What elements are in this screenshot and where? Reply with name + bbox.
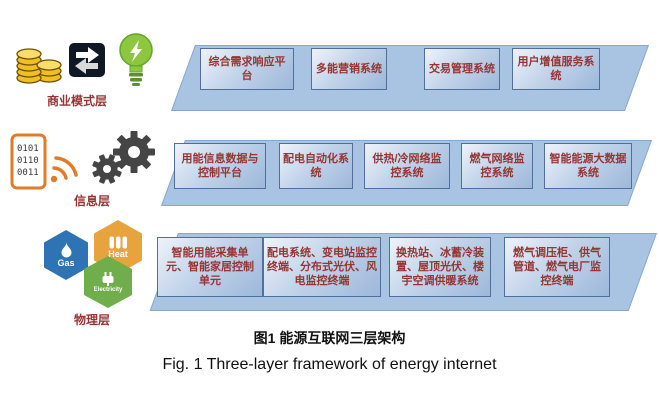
diagram-box-multi-energy-marketing: 多能营销系统 <box>311 48 387 90</box>
diagram-box-distribution-substation-terminals: 配电系统、变电站监控终端、分布式光伏、风电监控终端 <box>263 237 381 297</box>
diagram-box-gas-pipeline-terminals: 燃气调压柜、供气管道、燃气电厂监控终端 <box>504 237 610 297</box>
binary-phone-icon: 0101 0110 0011 <box>10 133 78 190</box>
layer-label-business: 商业模式层 <box>46 94 107 108</box>
gas-label: Gas <box>57 258 75 268</box>
gas-hexagon-icon: Gas <box>44 230 88 280</box>
coins-icon <box>16 48 62 84</box>
figure-caption-zh: 图1 能源互联网三层架构 <box>253 330 406 346</box>
diagram-box-heat-exchange-hvac: 换热站、冰蓄冷装置、屋顶光伏、楼宇空调供暖系统 <box>389 237 491 297</box>
diagram-box-smart-collection-units: 智能用能采集单元、智能家居控制单元 <box>157 237 263 297</box>
diagram-box-demand-response: 综合需求响应平台 <box>200 48 294 90</box>
binary-line-1: 0101 <box>17 144 39 154</box>
diagram-box-heating-cooling-monitoring: 供热/冷网络监控系统 <box>364 143 450 189</box>
gears-icon <box>92 131 155 184</box>
exchange-arrows-icon <box>69 43 105 77</box>
layer-label-physical: 物理层 <box>73 313 110 327</box>
radiator-icon <box>109 236 127 248</box>
diagram-box-value-added-service: 用户增值服务系统 <box>512 48 600 90</box>
diagram-box-gas-network-monitoring: 燃气网络监控系统 <box>461 143 533 189</box>
heat-label: Heat <box>108 248 128 259</box>
diagram-box-trade-management: 交易管理系统 <box>424 48 500 90</box>
electricity-label: Electricity <box>93 286 123 293</box>
flame-icon <box>61 242 71 258</box>
lightbulb-icon <box>119 33 153 86</box>
diagram-box-energy-info-platform: 用能信息数据与控制平台 <box>174 143 266 189</box>
diagram-box-smart-energy-bigdata: 智能能源大数据系统 <box>544 143 632 189</box>
plug-icon <box>102 271 114 286</box>
binary-line-3: 0011 <box>17 168 39 178</box>
layer-label-information: 信息层 <box>73 194 110 208</box>
binary-line-2: 0110 <box>17 156 39 166</box>
diagram-box-distribution-automation: 配电自动化系统 <box>279 143 353 189</box>
figure-caption-en: Fig. 1 Three-layer framework of energy i… <box>162 356 497 373</box>
